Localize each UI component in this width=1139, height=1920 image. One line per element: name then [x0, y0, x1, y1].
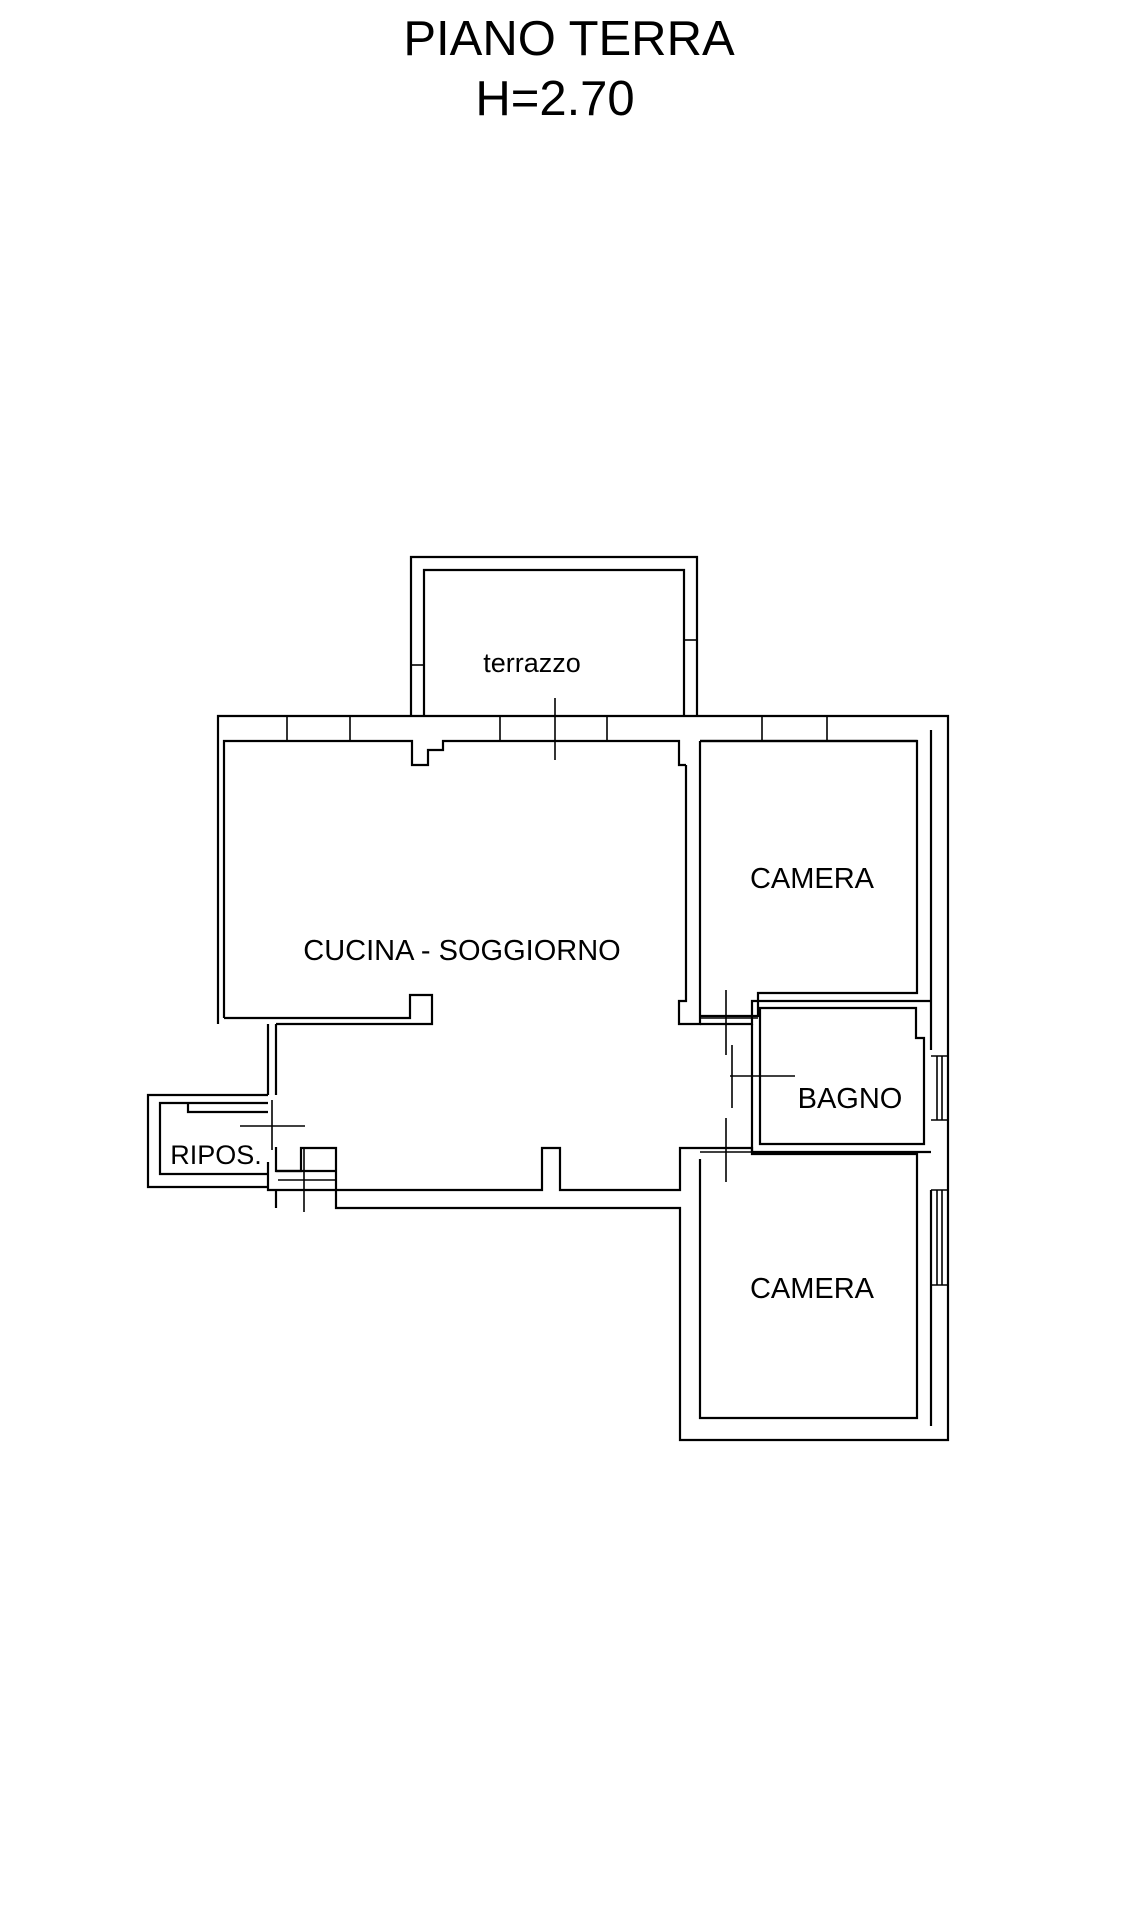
camera-bottom-walls	[698, 1146, 919, 1420]
door-marks	[240, 698, 795, 1212]
room-label-bagno: BAGNO	[798, 1083, 903, 1115]
plan-title: PIANO TERRA	[403, 12, 735, 66]
apartment-walls	[216, 714, 950, 1442]
room-label-ripostiglio: RIPOS.	[170, 1140, 262, 1170]
living-room-walls	[224, 741, 702, 1208]
plan-height-label: H=2.70	[475, 72, 634, 126]
room-label-terrazzo: terrazzo	[483, 648, 581, 678]
room-label-cucina-soggiorno: CUCINA - SOGGIORNO	[303, 935, 620, 967]
room-label-camera-bottom: CAMERA	[750, 1273, 875, 1305]
bagno-walls	[750, 1006, 931, 1154]
room-label-camera-top: CAMERA	[750, 863, 875, 895]
terrace	[409, 555, 699, 716]
ripostiglio-walls	[146, 1093, 268, 1189]
